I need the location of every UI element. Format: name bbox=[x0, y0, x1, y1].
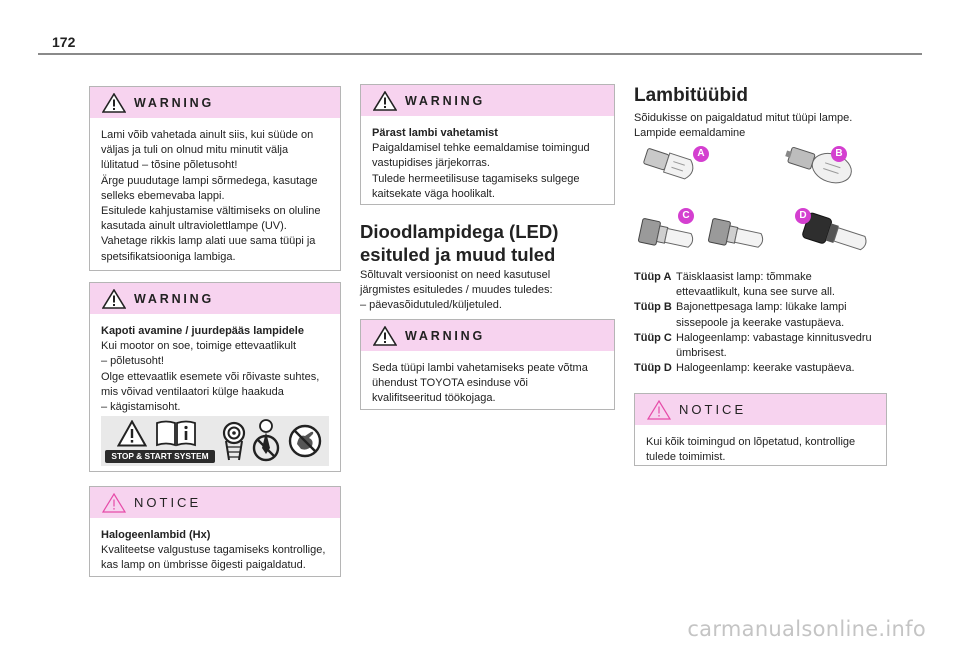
text-line: kvalifitseeritud töökojaga. bbox=[372, 392, 496, 405]
text-line: väljas ja tuli on olnud mitu minutit väl… bbox=[101, 144, 289, 157]
text-line: ühendust TOYOTA esinduse või bbox=[372, 377, 528, 390]
lamp-types-intro: Sõidukisse on paigaldatud mitut tüüpi la… bbox=[634, 111, 904, 141]
badge-a: A bbox=[693, 146, 709, 162]
fan-belt-hazard-icon bbox=[222, 421, 246, 461]
text-line: selleks ebemevaba lappi. bbox=[101, 189, 225, 202]
notice-box-check-lights: NOTICE Kui kõik toimingud on lõpetatud, … bbox=[634, 393, 887, 466]
type-label: Tüüp D bbox=[634, 362, 672, 375]
warning-icon bbox=[102, 92, 126, 113]
lamp-types-title: Lambitüübid bbox=[634, 85, 748, 106]
text-line: Paigaldamisel tehke eemaldamise toimingu… bbox=[372, 142, 590, 155]
warning-box-led: WARNING Seda tüüpi lambi vahetamiseks pe… bbox=[360, 319, 615, 410]
text-line: vastupidises järjekorras. bbox=[372, 157, 490, 170]
section-title-line2: esituled ja muud tuled bbox=[360, 244, 556, 265]
list-item: Tüüp D Halogeenlamp: keerake vastupäeva. bbox=[634, 361, 904, 376]
type-label: Tüüp C bbox=[634, 331, 672, 344]
warning-triangle-icon bbox=[117, 420, 147, 447]
warning-header: WARNING bbox=[90, 87, 340, 118]
text-line: Seda tüüpi lambi vahetamiseks peate võtm… bbox=[372, 362, 588, 374]
notice-title: NOTICE bbox=[679, 402, 747, 417]
notice-icon bbox=[102, 492, 126, 513]
text-line: tulede toimimist. bbox=[646, 451, 726, 464]
notice-icon bbox=[647, 399, 671, 420]
warning-title: WARNING bbox=[134, 95, 215, 110]
text-line: järgmistes esituledes / muudes tuledes: bbox=[360, 284, 553, 297]
text-line: kaitsekate väga hoolikalt. bbox=[372, 187, 495, 200]
text-line: ümbrisest. bbox=[676, 347, 727, 360]
warning-box-hood-opening: WARNING Kapoti avamine / juurdepääs lamp… bbox=[89, 282, 341, 472]
text-line: Halogeenlamp: vabastage kinnitusvedru bbox=[676, 331, 872, 344]
notice-header: NOTICE bbox=[635, 394, 886, 425]
list-item: Tüüp B Bajonettpesaga lamp: lükake lampi… bbox=[634, 300, 904, 330]
bulb-type-b-illustration bbox=[785, 146, 852, 184]
list-item: Tüüp C Halogeenlamp: vabastage kinnitusv… bbox=[634, 331, 904, 361]
no-ties-icon bbox=[252, 419, 280, 462]
text-line: Esitulede kahjustamise vältimiseks on ol… bbox=[101, 205, 321, 218]
text-line: kas lamp on ümbrisse õigesti paigaldatud… bbox=[101, 559, 306, 572]
top-divider bbox=[38, 53, 922, 55]
warning-title: WARNING bbox=[405, 328, 486, 343]
text-line: Lami võib vahetada ainult siis, kui süüd… bbox=[101, 129, 314, 141]
notice-header: NOTICE bbox=[90, 487, 340, 518]
badge-d: D bbox=[795, 208, 811, 224]
notice-title: NOTICE bbox=[134, 495, 202, 510]
type-label: Tüüp A bbox=[634, 271, 672, 283]
text-line: ettevaatlikult, kuna see surve all. bbox=[676, 286, 835, 299]
warning-header: WARNING bbox=[361, 85, 614, 116]
text-line: Kui kõik toimingud on lõpetatud, kontrol… bbox=[646, 436, 856, 448]
text-line: – kägistamisoht. bbox=[101, 401, 181, 414]
bulb-type-d-illustration bbox=[802, 212, 867, 251]
text-line: kasutada ainult ultraviolettlampe (UV). bbox=[101, 220, 287, 233]
warning-heading: Pärast lambi vahetamist bbox=[372, 127, 498, 139]
warning-heading: Kapoti avamine / juurdepääs lampidele bbox=[101, 325, 304, 337]
text-line: sissepoole ja keerake vastupäeva. bbox=[676, 316, 845, 329]
owner-manual-icon bbox=[156, 420, 196, 447]
stop-start-system-label: STOP & START SYSTEM bbox=[105, 450, 215, 463]
type-label: Tüüp B bbox=[634, 301, 672, 314]
text-line: Kui mootor on soe, toimige ettevaatlikul… bbox=[101, 340, 297, 353]
text-line: spetsifikatsiooniga lambiga. bbox=[101, 250, 236, 263]
section-paragraph: Sõltuvalt versioonist on need kasutusel … bbox=[360, 268, 615, 314]
text-line: Halogeenlamp: keerake vastupäeva. bbox=[676, 362, 855, 375]
warning-icon bbox=[373, 325, 397, 346]
text-line: Täisklaasist lamp: tõmmake bbox=[676, 271, 812, 283]
warning-icon bbox=[373, 90, 397, 111]
text-line: Ärge puudutage lampi sõrmedega, kasutage bbox=[101, 174, 318, 187]
notice-box-halogen: NOTICE Halogeenlambid (Hx) Kvaliteetse v… bbox=[89, 486, 341, 577]
warning-title: WARNING bbox=[134, 291, 215, 306]
safety-pictogram-strip: STOP & START SYSTEM bbox=[101, 416, 329, 466]
text-line: Sõltuvalt versioonist on need kasutusel bbox=[360, 269, 551, 281]
text-line: Sõidukisse on paigaldatud mitut tüüpi la… bbox=[634, 112, 853, 124]
section-title: Dioodlampidega (LED) esituled ja muud tu… bbox=[360, 220, 558, 266]
bulb-type-c-illustration bbox=[638, 218, 764, 248]
text-line: Kvaliteetse valgustuse tagamiseks kontro… bbox=[101, 544, 326, 557]
text-line: mis võivad ventilaatori külge haakuda bbox=[101, 385, 284, 398]
list-item: Tüüp A Täisklaasist lamp: tõmmake etteva… bbox=[634, 270, 904, 300]
text-line: Olge ettevaatlik esemete või rõivaste su… bbox=[101, 370, 320, 383]
text-line: lülitatud – tõsine põletusoht! bbox=[101, 159, 238, 172]
no-hands-icon bbox=[288, 424, 322, 458]
page-number: 172 bbox=[52, 34, 76, 50]
text-line: Bajonettpesaga lamp: lükake lampi bbox=[676, 301, 847, 314]
watermark: carmanualsonline.info bbox=[687, 617, 926, 641]
text-line: – põletusoht! bbox=[101, 355, 164, 368]
text-line: Vahetage rikkis lamp alati uue sama tüüp… bbox=[101, 235, 316, 248]
lamp-types-list: Tüüp A Täisklaasist lamp: tõmmake etteva… bbox=[634, 270, 904, 376]
notice-heading: Halogeenlambid (Hx) bbox=[101, 529, 211, 541]
warning-header: WARNING bbox=[90, 283, 340, 314]
warning-icon bbox=[102, 288, 126, 309]
section-title-line1: Dioodlampidega (LED) bbox=[360, 221, 559, 242]
warning-box-lamp-change: WARNING Lami võib vahetada ainult siis, … bbox=[89, 86, 341, 271]
warning-title: WARNING bbox=[405, 93, 486, 108]
badge-c: C bbox=[678, 208, 694, 224]
text-line: – päevasõidutuled/küljetuled. bbox=[360, 299, 502, 312]
badge-b: B bbox=[831, 146, 847, 162]
text-line: Lampide eemaldamine bbox=[634, 127, 746, 140]
warning-box-after-change: WARNING Pärast lambi vahetamist Paigalda… bbox=[360, 84, 615, 205]
bulb-type-a-illustration bbox=[643, 148, 694, 180]
text-line: Tulede hermeetilisuse tagamiseks sulgege bbox=[372, 172, 580, 185]
warning-header: WARNING bbox=[361, 320, 614, 351]
